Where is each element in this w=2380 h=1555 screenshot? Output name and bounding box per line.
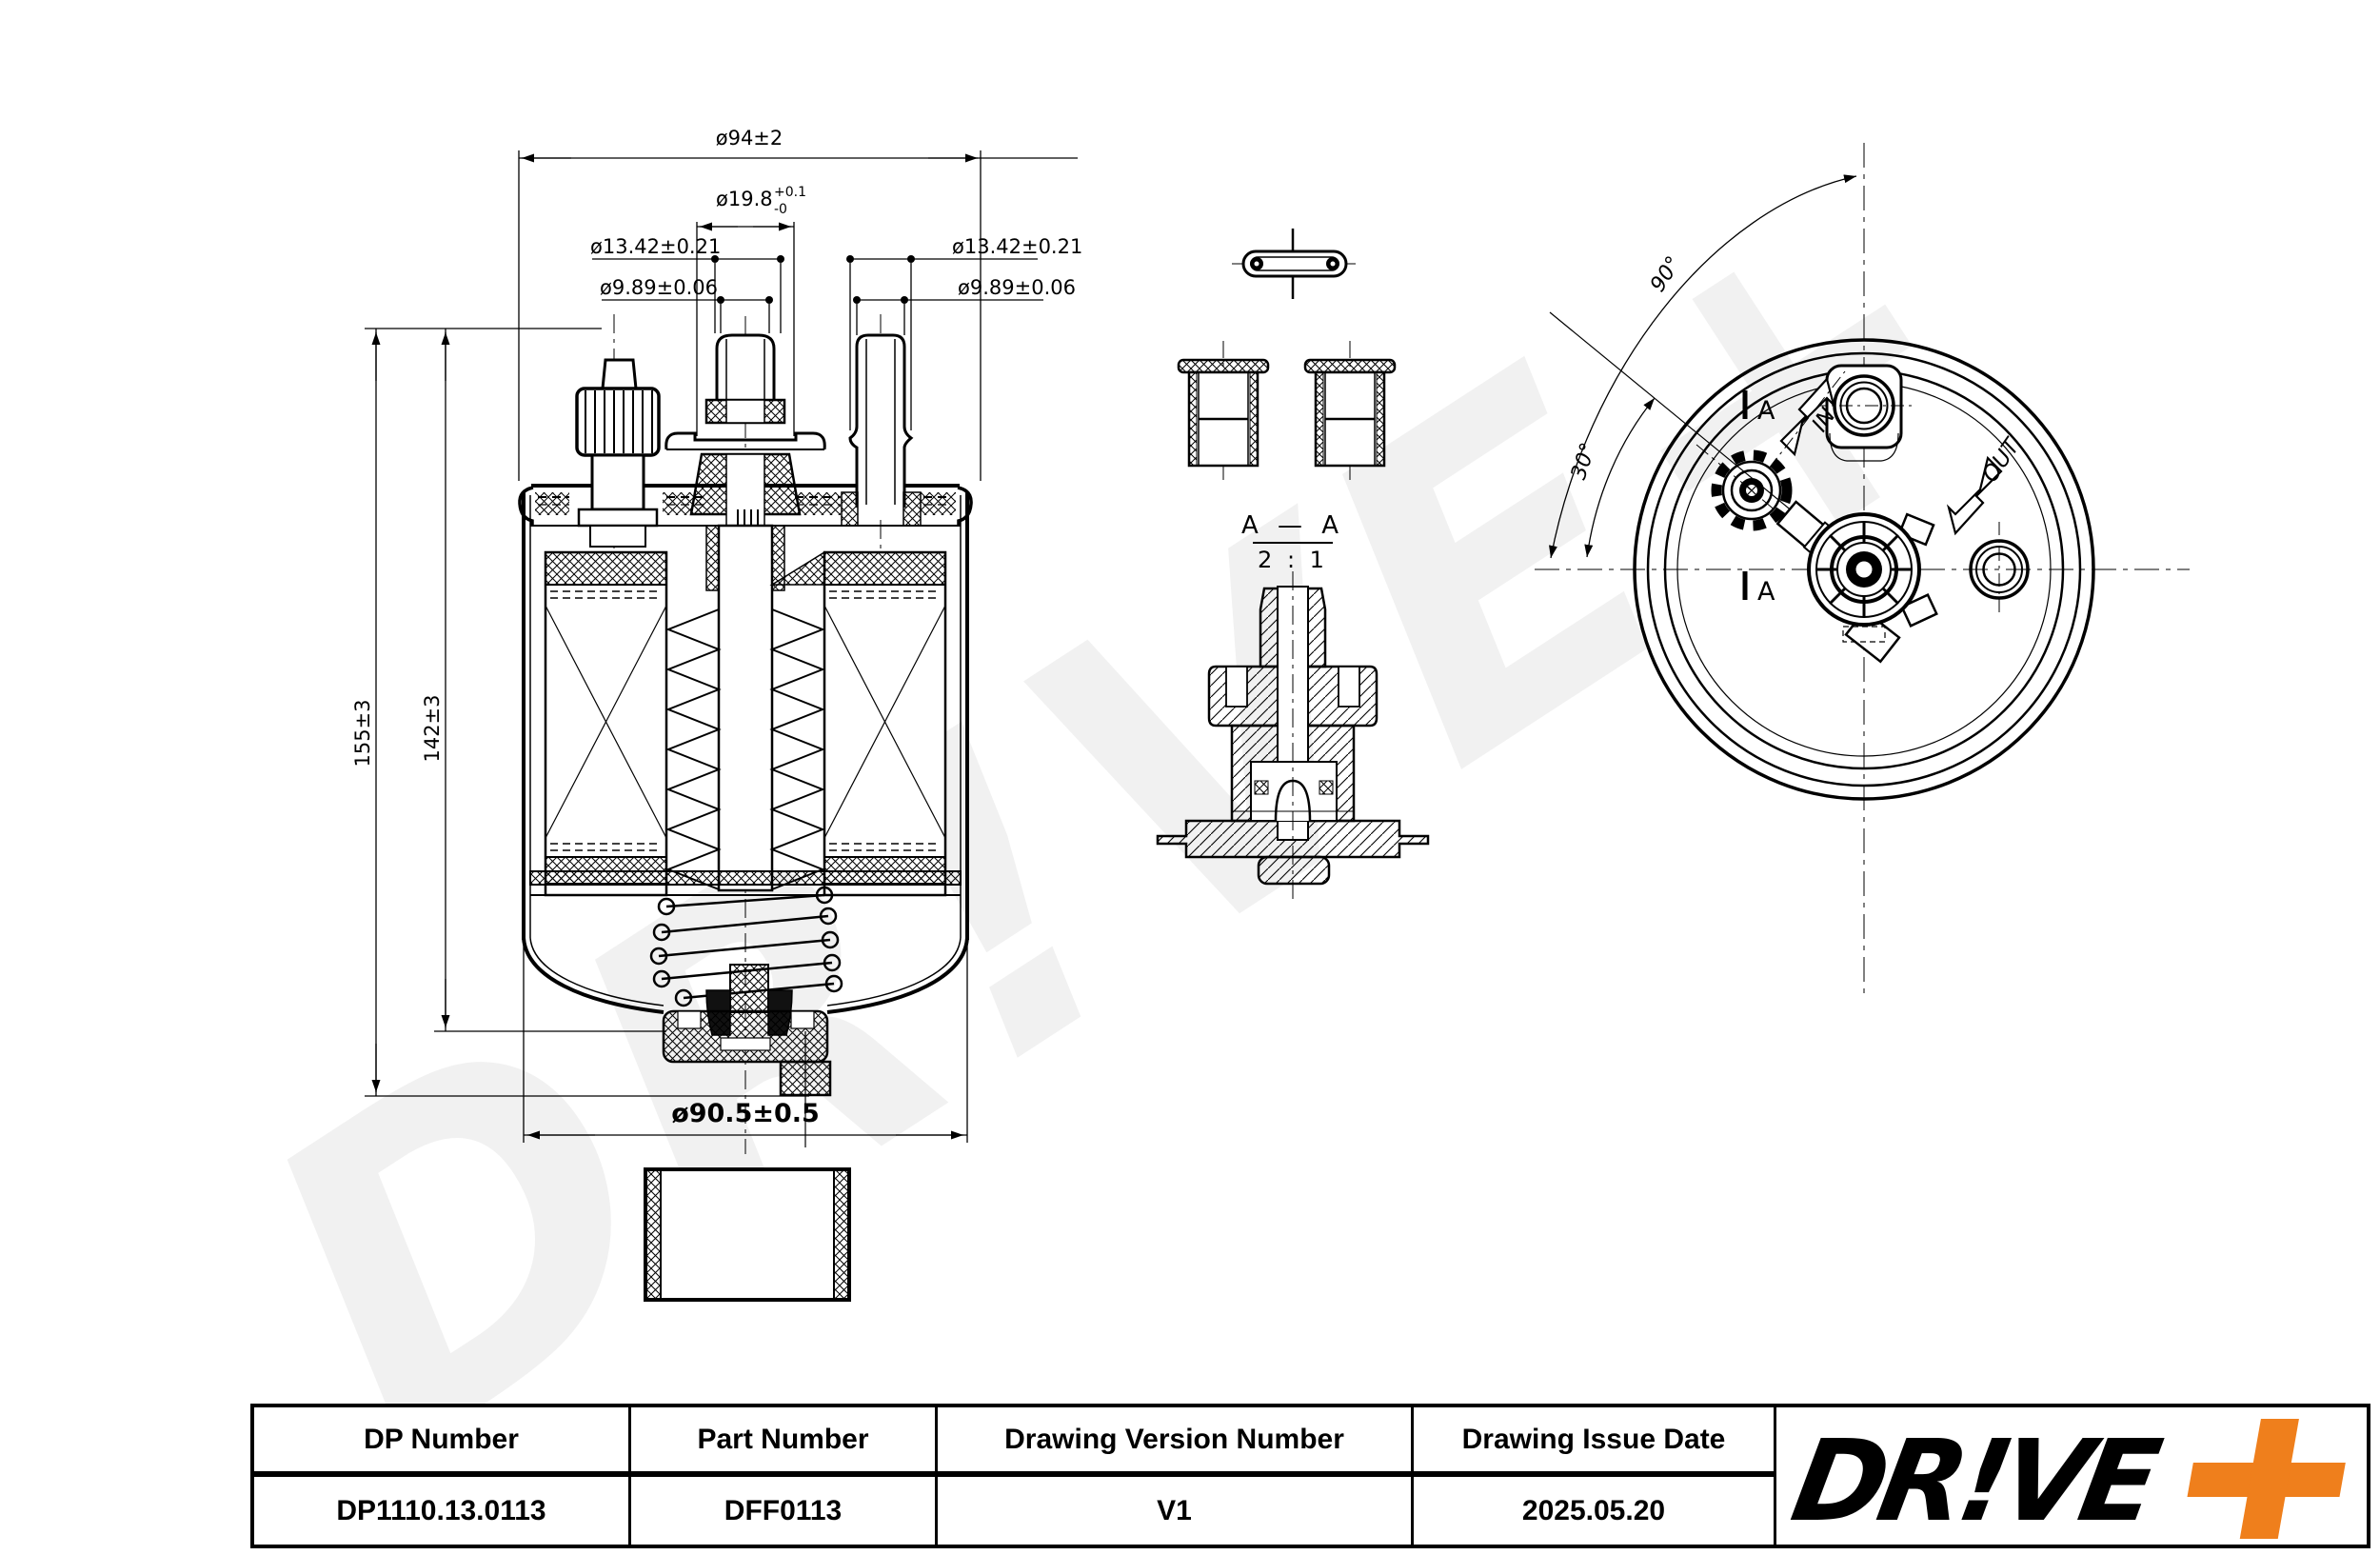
dim-dia19-8-tol-minus: -0	[774, 202, 787, 217]
table-value-part-number: DFF0113	[631, 1477, 938, 1545]
section-label: A — A 2 : 1	[1241, 511, 1344, 573]
dim-dia19-8-tol-plus: +0.1	[774, 185, 806, 200]
dim-dia90-5: ø90.5±0.5	[671, 1099, 820, 1128]
center-union	[1807, 512, 1938, 664]
dimensions: ø94±2 ø19.8 +0.1 -0 ø13.42±0.21 ø9.89±0.…	[351, 127, 1082, 1143]
outlet-pipe	[841, 333, 922, 527]
table-value-drawing-version: V1	[938, 1477, 1414, 1545]
outlet-hole	[1969, 522, 2030, 617]
logo-dr: DR	[1786, 1417, 1971, 1539]
logo-ve: VE	[1991, 1417, 2169, 1539]
dim-dia9-right: ø9.89±0.06	[958, 276, 1076, 299]
brand-logo: DR ! VE	[1776, 1407, 2367, 1545]
pipe-sockets	[1177, 341, 1397, 481]
drain-valve-section	[1156, 571, 1430, 900]
drive-plus-logo: DR ! VE	[1786, 1417, 2346, 1539]
table-value-dp-number: DP1110.13.0113	[254, 1477, 631, 1545]
standpipe	[665, 524, 825, 892]
central-port	[664, 333, 826, 527]
dim-dia94: ø94±2	[716, 127, 783, 150]
dim-dia13-right: ø13.42±0.21	[952, 235, 1082, 258]
filter-element	[544, 550, 947, 897]
dim-height155: 155±3	[351, 699, 374, 767]
drain-assembly	[662, 964, 832, 1147]
logo-plus-icon	[2187, 1419, 2346, 1539]
table-value-issue-date: 2025.05.20	[1414, 1477, 1776, 1545]
front-section-view	[518, 314, 973, 1154]
section-marker-bottom: A	[1757, 577, 1775, 607]
section-scale: 2 : 1	[1258, 547, 1328, 573]
section-marker-top: A	[1757, 396, 1775, 426]
section-title: A — A	[1241, 511, 1344, 540]
dim-dia19-8: ø19.8	[716, 188, 773, 210]
water-sensor	[575, 358, 661, 548]
title-block: DP Number Part Number Drawing Version Nu…	[250, 1404, 2370, 1548]
dim-height142: 142±3	[421, 694, 444, 762]
section-markers: A A	[1742, 390, 1775, 607]
table-header-dp-number: DP Number	[254, 1407, 631, 1477]
dim-dia13-left: ø13.42±0.21	[590, 235, 721, 258]
o-ring	[1232, 229, 1356, 299]
bowl	[522, 937, 969, 1014]
filter-media-part	[644, 1167, 851, 1302]
spring	[649, 886, 843, 1007]
table-header-part-number: Part Number	[631, 1407, 938, 1477]
table-header-issue-date: Drawing Issue Date	[1414, 1407, 1776, 1477]
dim-dia9-left: ø9.89±0.06	[600, 276, 718, 299]
brand-watermark: DR!VE+	[183, 73, 2075, 1545]
top-view: 90° 30° A A	[1535, 143, 2190, 995]
table-header-drawing-version: Drawing Version Number	[938, 1407, 1414, 1477]
